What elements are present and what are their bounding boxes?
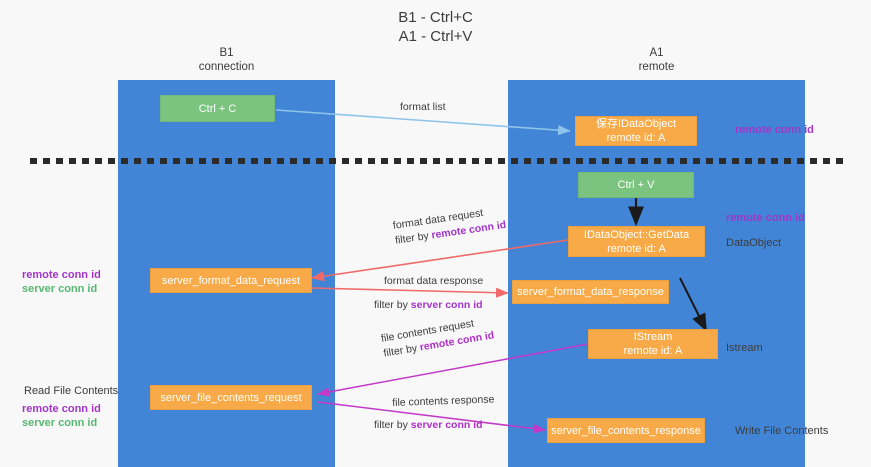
edge-label-format-data-response-filter: filter by server conn id [374,298,483,313]
edge-label-format-list-line1: format list [400,101,446,113]
node-server-file-contents-response-label: server_file_contents_response [551,424,701,437]
edge-label-file-contents-response-line1: file contents response [392,393,495,409]
node-save-idataobject[interactable]: 保存IDataObject remote id: A [575,116,697,146]
node-server-format-data-response[interactable]: server_format_data_response [512,280,669,304]
node-getdata-line1: IDataObject::GetData [583,228,690,241]
annotation-left-bot-server-conn-id: server conn id [22,417,98,429]
node-getdata-line2: remote id: A [607,242,666,255]
node-save-idataobject-line2: remote id: A [606,132,666,144]
lane-header-b1-role: connection [198,61,255,73]
edge-label-file-contents-response-filter: filter by server conn id [374,418,483,433]
section-divider [30,158,845,164]
lane-header-a1-name: A1 [649,47,664,59]
annotation-write-file-contents: Write File Contents [735,425,829,437]
edge-label-file-contents-response: file contents response [392,392,495,411]
annotation-left-mid-remote-conn-id: remote conn id [22,269,101,281]
lane-header-b1-name: B1 [219,47,234,59]
annotation-dataobject: DataObject [726,237,782,249]
node-idataobject-getdata[interactable]: IDataObject::GetData remote id: A [568,226,705,257]
lane-header-a1: A1 remote [508,46,805,74]
edge-label-fdres-highlight: server conn id [410,299,483,311]
annotation-left-bot-remote-conn-id: remote conn id [22,403,101,415]
node-istream-line2: remote id: A [623,345,683,357]
title-line-1: B1 - Ctrl+C [398,9,473,26]
node-istream[interactable]: IStream remote id: A [588,329,718,359]
annotation-istream: Istream [726,342,763,354]
edge-label-fdreq-filter: filter by [394,229,433,247]
edge-label-fdres-filter: filter by [374,299,411,311]
node-ctrl-v[interactable]: Ctrl + V [578,172,694,198]
edge-label-fcres-line2: filter by server conn id [374,418,483,433]
edge-label-fcres-filter: filter by [374,419,411,431]
node-ctrl-v-line1: Ctrl + V [617,179,655,191]
node-istream-line1: IStream [633,331,673,343]
node-server-format-data-request[interactable]: server_format_data_request [150,268,312,293]
edge-label-file-contents-request: file contents request filter by remote c… [380,314,495,362]
annotation-remote-conn-id-top: remote conn id [735,124,814,136]
node-server-format-data-response-label: server_format_data_response [517,286,664,298]
annotation-left-mid-server-conn-id: server conn id [22,283,98,295]
annotation-remote-conn-id-getdata: remote conn id [726,212,805,224]
lane-header-a1-role: remote [638,61,675,73]
edge-label-format-data-response: format data response [384,274,483,289]
edge-label-format-list: format list [400,100,446,115]
annotation-read-file-contents: Read File Contents [24,385,119,397]
edge-label-fdres-line2: filter by server conn id [374,298,483,313]
edge-label-format-data-request: format data request filter by remote con… [392,203,507,249]
title-line-2: A1 - Ctrl+V [398,28,473,45]
edge-label-format-data-response-line1: format data response [384,275,484,287]
node-server-format-data-request-label: server_format_data_request [161,274,301,287]
node-save-idataobject-line1: 保存IDataObject [595,118,677,130]
node-server-file-contents-request-label: server_file_contents_request [160,391,302,404]
node-ctrl-c-line1: Ctrl + C [198,102,237,115]
node-server-file-contents-response[interactable]: server_file_contents_response [547,418,705,443]
lane-header-b1: B1 connection [118,46,335,74]
edge-label-fcres-highlight: server conn id [410,419,483,431]
diagram-title: B1 - Ctrl+C A1 - Ctrl+V [0,8,871,46]
node-server-file-contents-request[interactable]: server_file_contents_request [150,385,312,410]
node-ctrl-c[interactable]: Ctrl + C [160,95,275,122]
